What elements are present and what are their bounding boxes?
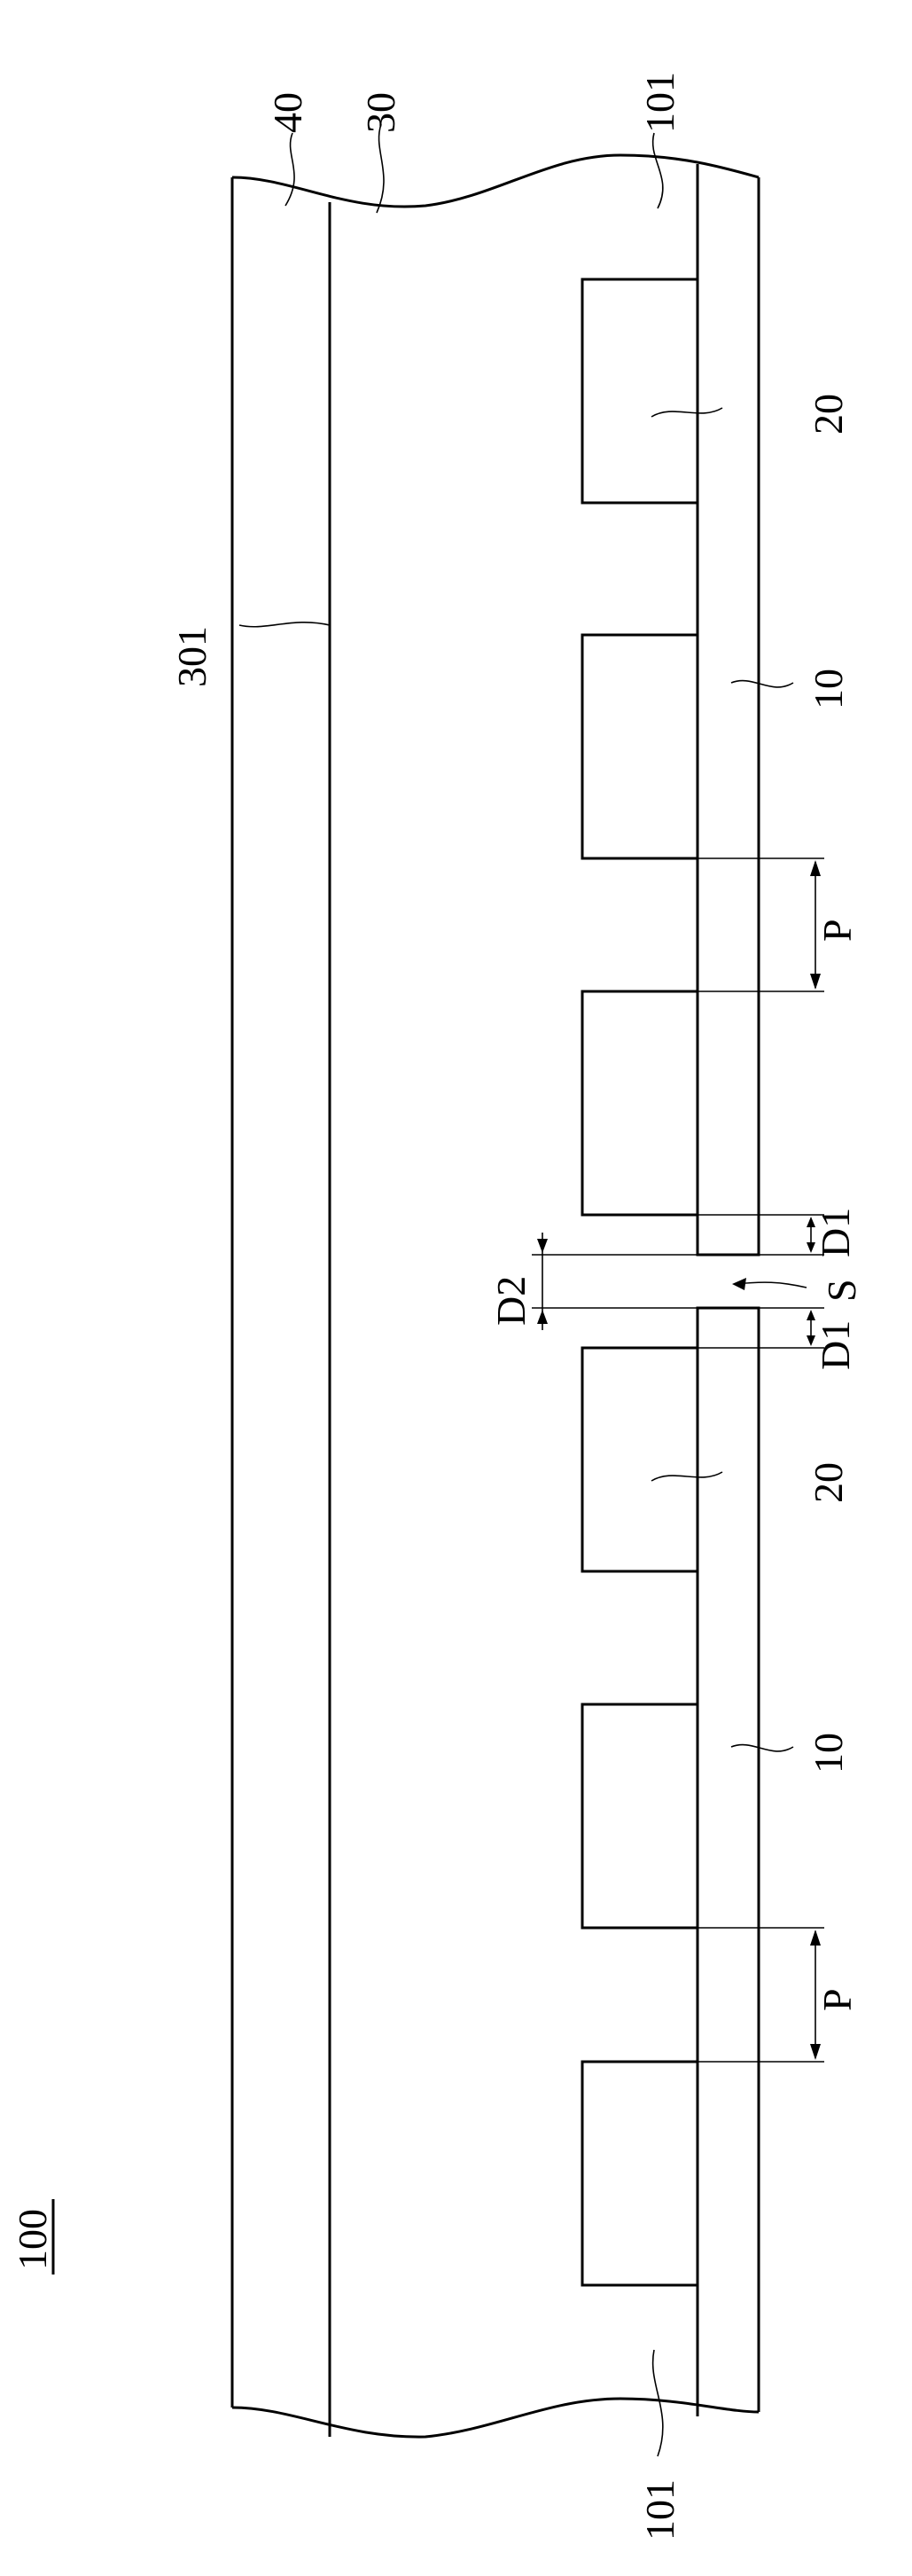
top-break-line: [231, 153, 760, 208]
element-20: [581, 278, 699, 505]
leader-10-bottom: [730, 1743, 794, 1752]
label-d1-top: D1: [813, 1208, 858, 1257]
label-s: S: [819, 1279, 864, 1302]
label-10-bottom: 10: [806, 1733, 851, 1773]
leader-20-mid: [651, 1471, 723, 1482]
label-d2: D2: [488, 1276, 534, 1326]
label-d1-bottom: D1: [813, 1320, 858, 1370]
pitch-dimension-top: [698, 857, 824, 992]
element-20: [581, 1703, 699, 1930]
label-20-mid: 20: [806, 1462, 851, 1503]
substrate-10-upper: [696, 164, 760, 1257]
label-20-top: 20: [806, 394, 851, 435]
label-101-bottom: 101: [637, 2479, 682, 2541]
bottom-break-line: [231, 2397, 760, 2439]
slit-s-leader: [735, 1281, 807, 1288]
element-20: [581, 1346, 699, 1573]
leader-30: [376, 123, 385, 214]
d2-dimension: [532, 1233, 698, 1330]
d1-dimension-top: [698, 1214, 824, 1256]
d1-dimension-bottom: [698, 1307, 824, 1349]
leader-40: [285, 132, 295, 207]
leader-10-top: [730, 679, 794, 688]
label-301: 301: [169, 626, 214, 687]
element-20: [581, 633, 699, 860]
reference-numeral-100: 100: [10, 2209, 55, 2270]
leader-101-top: [651, 132, 664, 209]
leader-101-bottom: [651, 2349, 664, 2457]
label-101-top: 101: [637, 72, 682, 133]
pitch-dimension-bottom: [698, 1927, 824, 2063]
leader-301: [238, 622, 331, 628]
leader-20-top: [651, 407, 723, 418]
label-10-top: 10: [806, 669, 851, 709]
slit-s-arrowhead: [732, 1278, 746, 1290]
label-p-bottom: P: [815, 1988, 860, 2011]
label-p-top: P: [815, 919, 860, 942]
label-30: 30: [358, 92, 403, 133]
element-20: [581, 990, 699, 1217]
label-40: 40: [265, 92, 310, 133]
element-20: [581, 2060, 699, 2287]
substrate-10-lower: [696, 1306, 760, 2416]
